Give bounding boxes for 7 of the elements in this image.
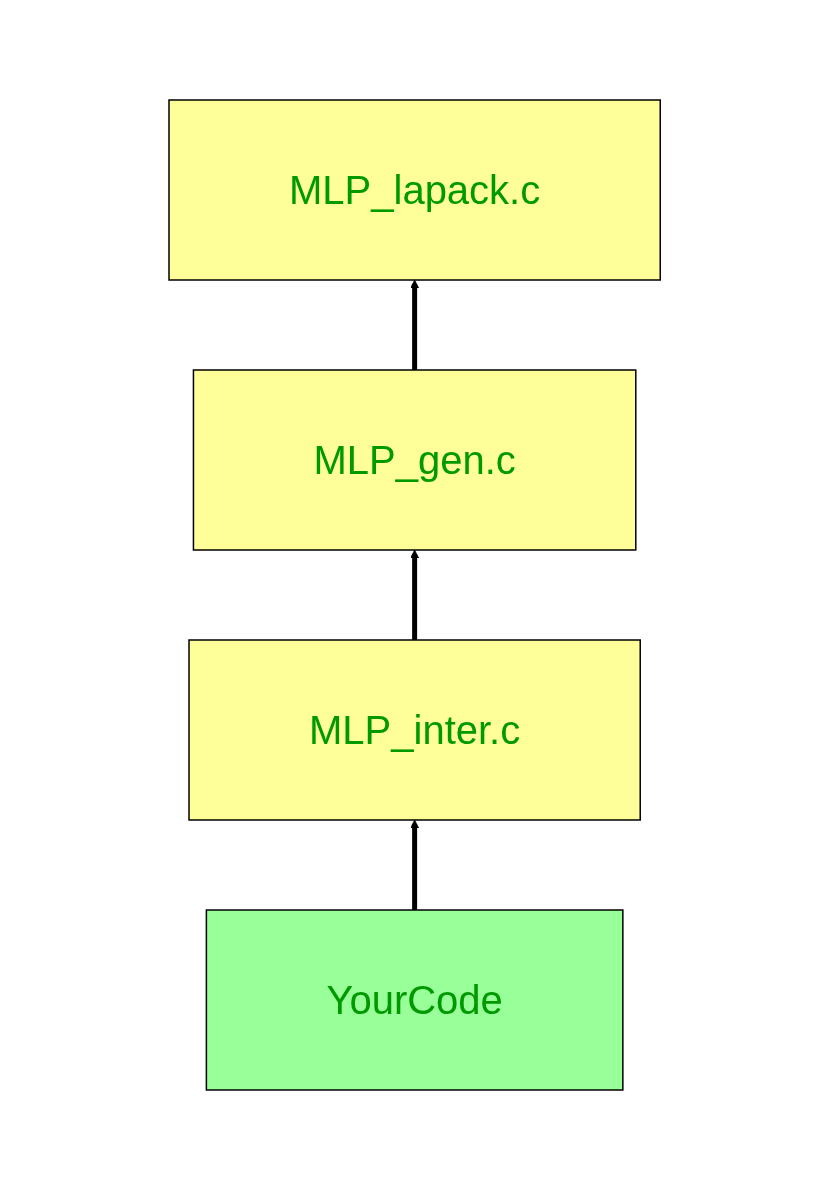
arrow bbox=[410, 819, 420, 910]
node-box: MLP_lapack.c bbox=[168, 99, 662, 281]
node-box: MLP_inter.c bbox=[188, 639, 642, 821]
node-box: MLP_gen.c bbox=[193, 369, 637, 551]
node-box: YourCode bbox=[206, 909, 624, 1091]
arrow bbox=[410, 279, 420, 370]
arrow bbox=[410, 549, 420, 640]
